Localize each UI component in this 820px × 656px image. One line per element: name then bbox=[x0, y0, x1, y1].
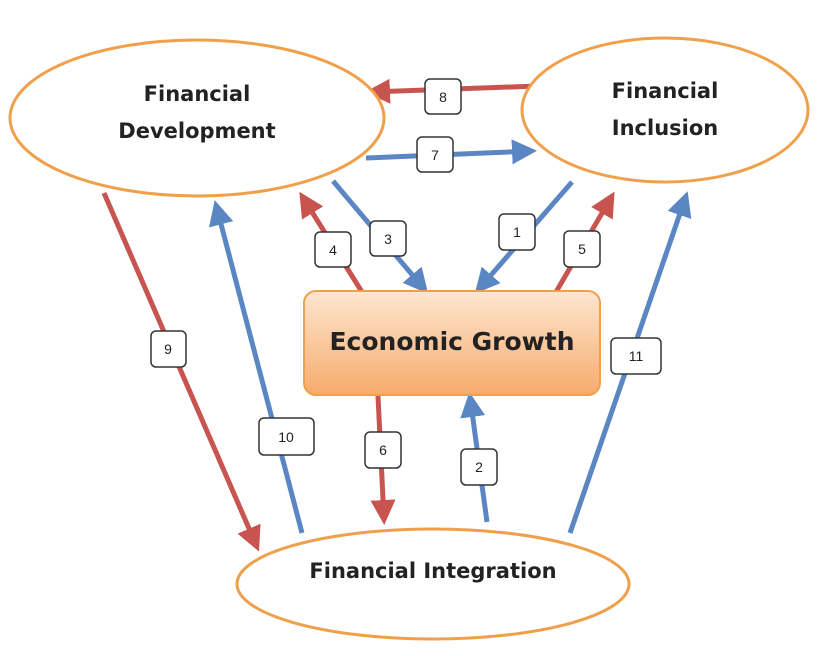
svg-text:5: 5 bbox=[578, 241, 586, 257]
badge-4: 4 bbox=[314, 231, 352, 268]
node-financial-inclusion-line1: Financial bbox=[612, 79, 719, 103]
badge-7: 7 bbox=[416, 136, 454, 173]
svg-text:7: 7 bbox=[431, 147, 439, 163]
badge-10: 10 bbox=[258, 417, 315, 456]
node-financial-integration: Financial Integration bbox=[235, 527, 631, 641]
node-financial-inclusion: Financial Inclusion bbox=[520, 36, 810, 184]
node-economic-growth: Economic Growth bbox=[303, 290, 601, 396]
badge-11: 11 bbox=[610, 337, 662, 375]
svg-text:11: 11 bbox=[629, 348, 644, 364]
node-financial-development-line2: Development bbox=[118, 119, 275, 143]
node-economic-growth-label: Economic Growth bbox=[329, 327, 574, 356]
arrow-9 bbox=[101, 192, 261, 552]
svg-text:10: 10 bbox=[278, 429, 294, 445]
node-financial-development: Financial Development bbox=[8, 38, 386, 198]
svg-text:6: 6 bbox=[379, 442, 387, 458]
badge-6: 6 bbox=[364, 431, 402, 469]
badge-2: 2 bbox=[460, 448, 498, 486]
node-financial-inclusion-line2: Inclusion bbox=[612, 116, 718, 140]
svg-text:2: 2 bbox=[475, 459, 483, 475]
badge-3: 3 bbox=[369, 220, 407, 257]
badge-5: 5 bbox=[563, 230, 601, 268]
svg-text:4: 4 bbox=[329, 242, 337, 258]
badge-8: 8 bbox=[424, 78, 462, 115]
svg-text:3: 3 bbox=[384, 231, 392, 247]
svg-text:8: 8 bbox=[439, 89, 447, 105]
arrow-10 bbox=[208, 200, 305, 534]
svg-text:9: 9 bbox=[164, 341, 172, 357]
node-financial-development-line1: Financial bbox=[144, 82, 251, 106]
badge-9: 9 bbox=[150, 330, 187, 368]
badge-1: 1 bbox=[498, 213, 536, 251]
svg-text:1: 1 bbox=[513, 224, 521, 240]
node-financial-integration-label: Financial Integration bbox=[309, 559, 556, 583]
